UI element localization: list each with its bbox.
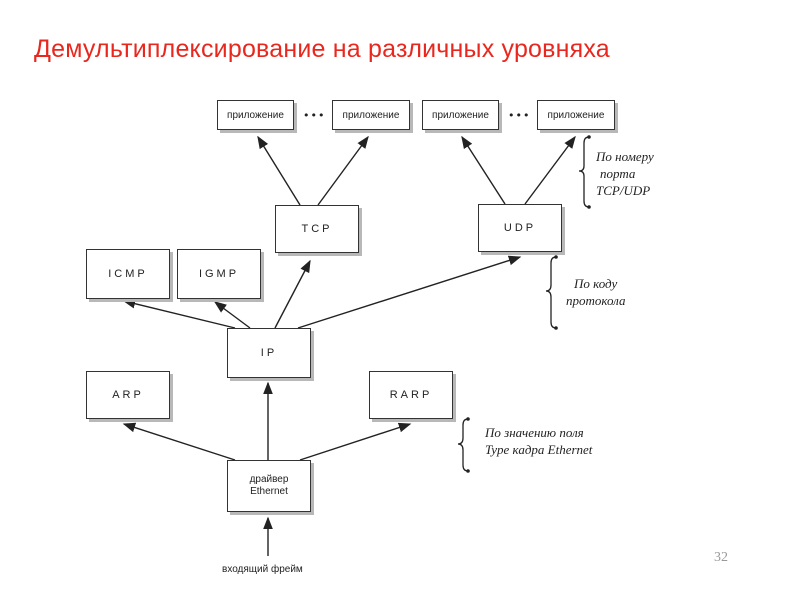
note-port-line3: TCP/UDP bbox=[596, 183, 651, 198]
brace-port bbox=[578, 136, 590, 208]
icmp-box: ICMP bbox=[86, 249, 170, 299]
ip-box: IP bbox=[227, 328, 311, 378]
ellipsis-dots-left: ••• bbox=[303, 109, 326, 122]
app-box-2: приложение bbox=[332, 100, 410, 130]
ellipsis-dots-right: ••• bbox=[508, 109, 531, 122]
note-protocol: По коду протокола bbox=[566, 275, 625, 309]
ethernet-driver-box: драйвер Ethernet bbox=[227, 460, 311, 512]
note-type-line1: По значению поля bbox=[485, 425, 584, 440]
note-port: По номеру порта TCP/UDP bbox=[596, 148, 654, 199]
arrow-driver-to-rarp bbox=[299, 422, 412, 461]
slide-number: 32 bbox=[714, 550, 728, 565]
igmp-box: IGMP bbox=[177, 249, 261, 299]
note-protocol-line2: протокола bbox=[566, 293, 626, 308]
brace-type bbox=[457, 418, 469, 472]
slide-title: Демультиплексирование на различных уровн… bbox=[34, 35, 610, 63]
note-port-line1: По номеру bbox=[596, 149, 654, 164]
driver-label-line2: Ethernet bbox=[250, 486, 288, 497]
app-box-1: приложение bbox=[217, 100, 294, 130]
note-type-line2: Type кадра Ethernet bbox=[485, 442, 593, 457]
arrow-driver-to-arp bbox=[122, 422, 236, 461]
app-box-4: приложение bbox=[537, 100, 615, 130]
app-box-3: приложение bbox=[422, 100, 499, 130]
incoming-frame-label: входящий фрейм bbox=[222, 564, 303, 575]
rarp-box: RARP bbox=[369, 371, 453, 419]
arrow-ip-to-tcp bbox=[274, 259, 311, 329]
udp-box: UDP bbox=[478, 204, 562, 252]
arrow-ip-to-udp bbox=[297, 255, 522, 329]
note-type: По значению поля Type кадра Ethernet bbox=[485, 424, 592, 458]
driver-label-line1: драйвер bbox=[249, 474, 289, 485]
arrow-udp-to-app4 bbox=[524, 135, 576, 205]
arrow-ip-to-igmp bbox=[213, 301, 251, 329]
tcp-box: TCP bbox=[275, 205, 359, 253]
arrow-tcp-to-app1 bbox=[257, 135, 301, 206]
arp-box: ARP bbox=[86, 371, 170, 419]
arrow-ip-to-icmp bbox=[122, 298, 236, 329]
note-port-line2: порта bbox=[600, 166, 636, 181]
brace-protocol bbox=[545, 256, 557, 329]
arrow-udp-to-app3 bbox=[461, 135, 506, 205]
note-protocol-line1: По коду bbox=[574, 276, 618, 291]
arrow-tcp-to-app2 bbox=[317, 135, 369, 206]
